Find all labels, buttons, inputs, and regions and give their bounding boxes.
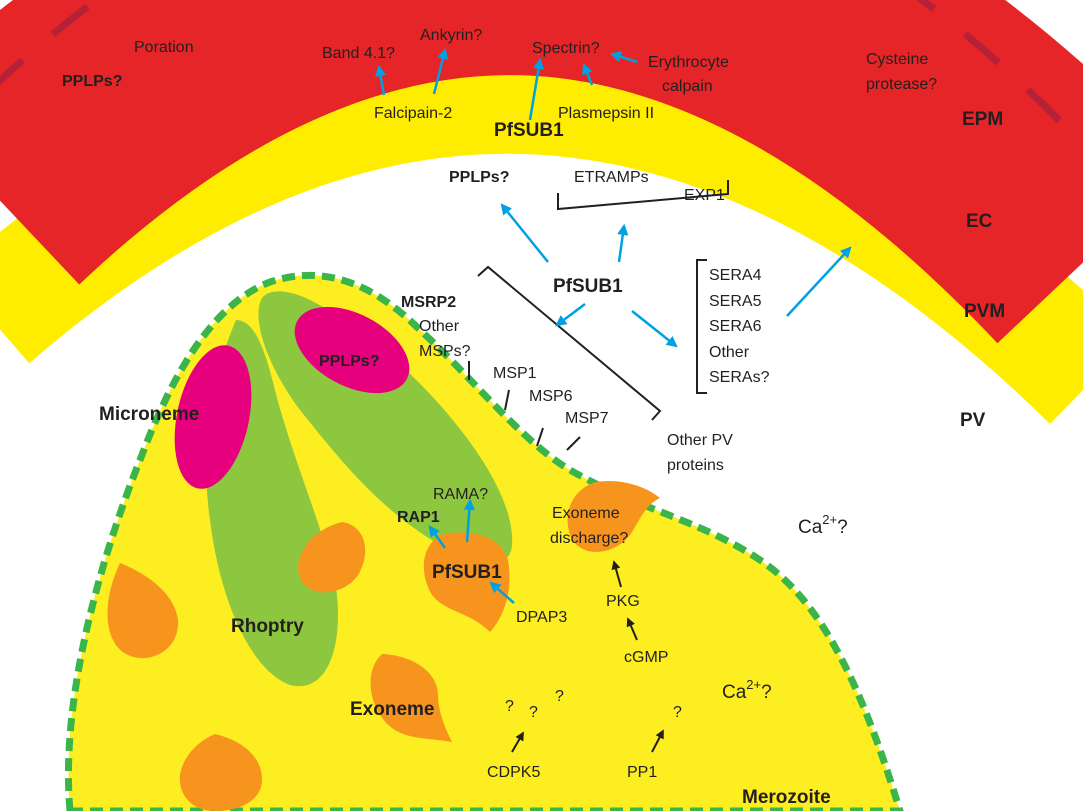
label-pvm: PVM — [964, 301, 1005, 322]
arrow-pp1 — [651, 729, 664, 753]
label-microneme: Microneme — [99, 404, 199, 425]
arrow-pfsub1-seras — [631, 310, 678, 348]
label-erythrocyte: Erythrocyte — [648, 54, 729, 71]
arrow-pfsub1-spectrin — [528, 57, 545, 121]
arrow-seras-ec — [786, 246, 852, 317]
label-pkg: PKG — [606, 593, 640, 610]
label-msp7: MSP7 — [565, 410, 609, 427]
label-protease: protease? — [866, 76, 937, 93]
arrow-pfsub1-etramps — [617, 223, 629, 263]
label-pfsub1-top: PfSUB1 — [494, 120, 564, 141]
arrow-pkg-exoneme — [611, 560, 622, 588]
arrow-pfsub1-msps — [555, 303, 586, 327]
label-pplps-outer: PPLPs? — [62, 73, 122, 90]
label-sera6: SERA6 — [709, 318, 762, 335]
label-pp1: PP1 — [627, 764, 657, 781]
label-cysteine: Cysteine — [866, 51, 928, 68]
label-pplps-pv: PPLPs? — [449, 169, 509, 186]
arrow-cdpk5 — [511, 731, 524, 753]
label-other-pv-2: proteins — [667, 457, 724, 474]
label-other-pv-1: Other PV — [667, 432, 733, 449]
label-other-seras-1: Other — [709, 344, 750, 361]
exp1-bracket — [557, 180, 729, 211]
label-ca-pv: Ca2+? — [798, 512, 848, 538]
arrow-plasmepsin-spectrin — [582, 62, 594, 86]
microneme-right — [294, 306, 410, 394]
epm-membrane — [0, 0, 1083, 150]
label-question-1: ? — [505, 698, 514, 715]
exoneme-3 — [370, 654, 452, 742]
label-etramps: ETRAMPs — [574, 169, 649, 186]
msp7-tick — [566, 436, 581, 451]
label-dpap3: DPAP3 — [516, 609, 567, 626]
exoneme-pfsub1 — [423, 532, 510, 632]
label-rap1: RAP1 — [397, 509, 440, 526]
label-plasmepsin: Plasmepsin II — [558, 105, 654, 122]
label-exoneme-discharge-2: discharge? — [550, 530, 628, 547]
label-cgmp: cGMP — [624, 649, 668, 666]
sera-bracket — [696, 259, 707, 394]
arrow-pfsub1-rama — [463, 498, 475, 543]
label-calpain: calpain — [662, 78, 713, 95]
label-pfsub1-inner: PfSUB1 — [432, 562, 502, 583]
label-ankyrin: Ankyrin? — [420, 27, 482, 44]
label-msp1: MSP1 — [493, 365, 537, 382]
label-pplps-inner: PPLPs? — [319, 353, 379, 370]
label-rhoptry: Rhoptry — [231, 616, 304, 637]
exoneme-4 — [179, 734, 262, 811]
label-question-3: ? — [555, 688, 564, 705]
arrow-falcipain-band41 — [375, 64, 387, 96]
exoneme-discharge — [567, 480, 660, 552]
msp1-tick — [504, 389, 510, 411]
label-exoneme: Exoneme — [350, 699, 434, 720]
label-msrp2: MSRP2 — [401, 294, 456, 311]
label-question-2: ? — [529, 704, 538, 721]
label-exp1: EXP1 — [684, 187, 725, 204]
arrow-pfsub1-rap1 — [428, 525, 447, 549]
label-ec: EC — [966, 211, 993, 232]
label-other-msps-1: Other — [419, 318, 460, 335]
label-pfsub1-center: PfSUB1 — [553, 276, 623, 297]
msp-bracket-line — [477, 265, 662, 421]
arrow-dpap3-pfsub1 — [489, 581, 515, 604]
label-rama: RAMA? — [433, 486, 488, 503]
arrow-pfsub1-pplps — [500, 203, 549, 263]
label-pv: PV — [960, 410, 986, 431]
label-sera4: SERA4 — [709, 267, 762, 284]
host-cell-red-band — [0, 0, 1083, 344]
label-other-seras-2: SERAs? — [709, 369, 770, 386]
label-cdpk5: CDPK5 — [487, 764, 540, 781]
arrow-calpain-spectrin — [609, 51, 638, 64]
label-question-4: ? — [673, 704, 682, 721]
arrow-falcipain-ankyrin — [432, 47, 449, 95]
label-exoneme-discharge-1: Exoneme — [552, 505, 620, 522]
arrow-cgmp-pkg — [626, 617, 638, 641]
label-spectrin: Spectrin? — [532, 40, 600, 57]
exoneme-2 — [107, 563, 179, 659]
microneme-left — [174, 345, 252, 489]
label-other-msps-2: MSPs? — [419, 343, 471, 360]
msp6-tick — [536, 427, 544, 447]
label-merozoite: Merozoite — [742, 787, 831, 808]
label-falcipain: Falcipain-2 — [374, 105, 452, 122]
label-msp6: MSP6 — [529, 388, 573, 405]
label-band41: Band 4.1? — [322, 45, 395, 62]
label-sera5: SERA5 — [709, 293, 762, 310]
label-poration: Poration — [134, 39, 194, 56]
exoneme-1 — [298, 522, 366, 593]
label-epm: EPM — [962, 109, 1003, 130]
label-ca-inner: Ca2+? — [722, 677, 772, 703]
